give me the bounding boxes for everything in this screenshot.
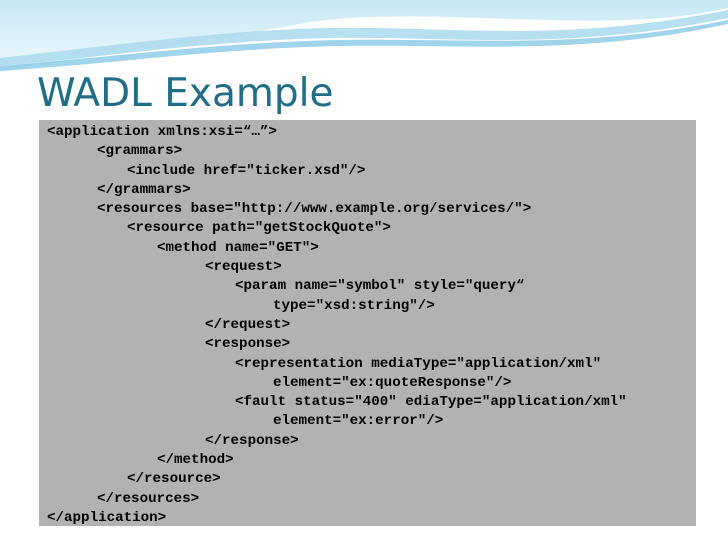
code-line: <application xmlns:xsi=“…”> (47, 124, 277, 140)
code-line: </resource> (127, 471, 221, 488)
code-line: </grammars> (97, 181, 191, 198)
header-wave-decoration (0, 0, 728, 73)
code-line: element="ex:error"/> (273, 413, 444, 430)
slide-title: WADL Example (37, 71, 334, 116)
code-line: <grammars> (97, 143, 183, 160)
code-line: </response> (205, 432, 299, 449)
code-line: <representation mediaType="application/x… (235, 355, 602, 372)
code-line: <request> (205, 259, 282, 276)
code-line: </method> (157, 452, 234, 469)
code-line: <resources base="http://www.example.org/… (97, 201, 532, 218)
code-line: </application> (47, 509, 167, 526)
code-line: <fault status="400" ediaType="applicatio… (235, 394, 627, 411)
code-line: <response> (205, 336, 291, 353)
code-line: type="xsd:string"/> (273, 297, 435, 314)
code-line: element="ex:quoteResponse"/> (273, 374, 512, 391)
code-line: <method name="GET"> (157, 239, 319, 256)
code-line: </request> (205, 316, 291, 333)
code-line: <param name="symbol" style="query“ (235, 278, 525, 295)
code-block: <application xmlns:xsi=“…”> <grammars> <in… (39, 120, 696, 526)
code-line: <resource path="getStockQuote"> (127, 220, 391, 237)
code-line: </resources> (97, 490, 200, 507)
code-line: <include href="ticker.xsd"/> (127, 162, 366, 179)
